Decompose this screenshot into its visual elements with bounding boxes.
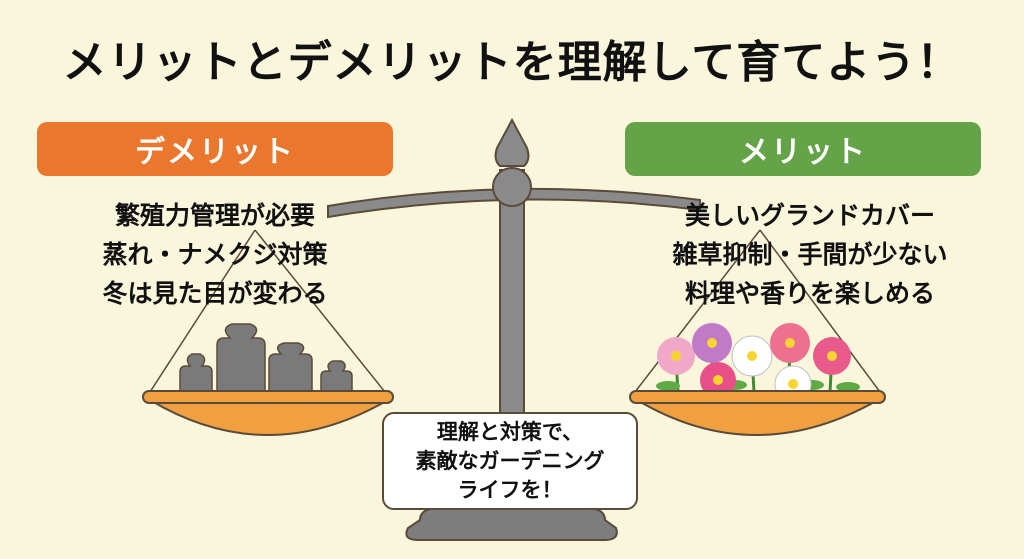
merit-list: 美しいグランドカバー 雑草抑制・手間が少ない 料理や香りを楽しめる (630, 196, 990, 313)
merit-item: 料理や香りを楽しめる (684, 279, 935, 308)
left-pan-strings (149, 229, 386, 393)
note-line: ライフを！ (457, 477, 563, 502)
right-pan (633, 399, 882, 436)
note-line: 素敵なガーデニング (415, 448, 605, 473)
left-pan (146, 399, 392, 436)
merit-header: メリット (625, 122, 981, 176)
weights-icon (179, 323, 353, 393)
demerit-item: 冬は見た目が変わる (102, 279, 328, 308)
demerit-list: 繁殖力管理が必要 蒸れ・ナメクジ対策 冬は見た目が変わる (50, 196, 380, 313)
summary-note: 理解と対策で、 素敵なガーデニング ライフを！ (382, 412, 638, 510)
merit-label: メリット (739, 135, 867, 170)
pivot-circle (492, 167, 532, 207)
balance-base (405, 507, 618, 541)
right-pan-strings (634, 229, 881, 393)
merit-item: 雑草抑制・手間が少ない (672, 240, 948, 269)
flowers-icon (656, 323, 860, 403)
demerit-label: デメリット (135, 135, 295, 170)
pole-finial (494, 117, 530, 167)
merit-item: 美しいグランドカバー (684, 201, 935, 230)
demerit-item: 蒸れ・ナメクジ対策 (102, 240, 328, 269)
page-title: メリットとデメリットを理解して育てよう！ (62, 37, 962, 88)
demerit-item: 繁殖力管理が必要 (114, 201, 315, 230)
note-line: 理解と対策で、 (436, 419, 584, 444)
demerit-header: デメリット (37, 122, 393, 176)
right-pan-rim (629, 390, 886, 404)
balance-beam (327, 187, 701, 219)
left-pan-rim (142, 390, 394, 404)
